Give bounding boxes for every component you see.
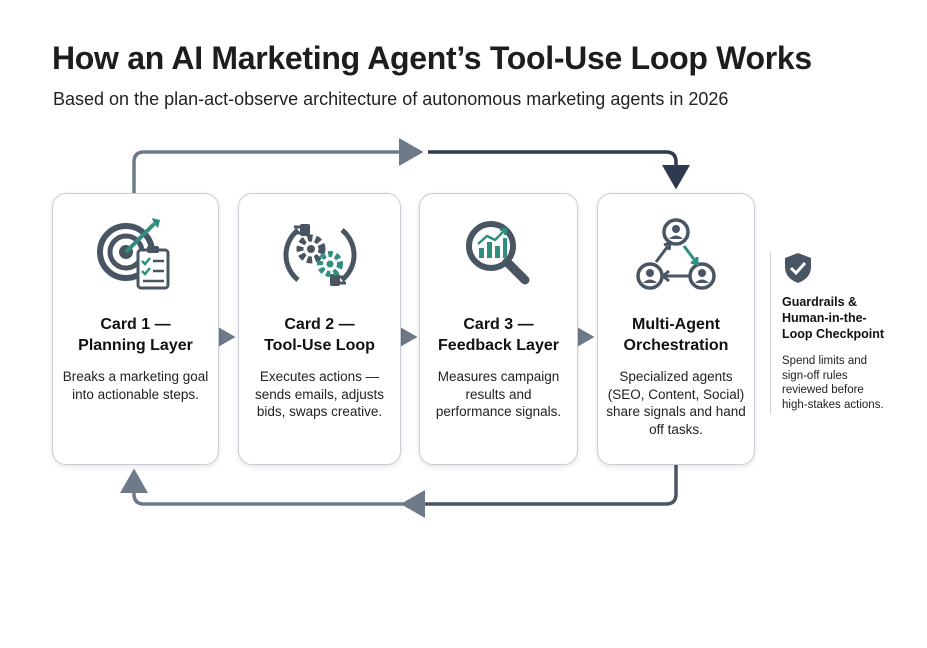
- card-title: Card 1 — Planning Layer: [78, 316, 193, 354]
- shield-check-icon: [785, 253, 811, 283]
- guardrails-divider: [770, 252, 771, 414]
- card-feedback-layer: Card 3 — Feedback Layer Measures campaig…: [419, 193, 578, 465]
- page-subtitle: Based on the plan-act-observe architectu…: [53, 89, 729, 109]
- bottom-loop-arrow-right: [400, 465, 678, 518]
- card-title: Card 3 — Feedback Layer: [438, 316, 559, 354]
- card-description: Breaks a marketing goal into actionable …: [62, 369, 209, 402]
- card-description: Measures campaign results and performanc…: [435, 369, 562, 419]
- card-description: Specialized agents (SEO, Content, Social…: [606, 369, 746, 437]
- guardrails-description: Spend limits and sign-off rules reviewed…: [782, 355, 884, 411]
- card-title: Card 2 — Tool-Use Loop: [264, 316, 375, 354]
- card-tool-use-loop: Card 2 — Tool-Use Loop Executes actions …: [238, 193, 401, 465]
- guardrails-title: Guardrails & Human-in-the- Loop Checkpoi…: [782, 295, 885, 341]
- card-title: Multi-Agent Orchestration: [623, 316, 729, 354]
- page-title: How an AI Marketing Agent’s Tool-Use Loo…: [52, 40, 812, 76]
- card-multi-agent-orchestration: Multi-Agent Orchestration Specialized ag…: [597, 193, 755, 465]
- agents-network-icon: [636, 218, 716, 290]
- target-checklist-icon: [96, 218, 169, 290]
- card-description: Executes actions — sends emails, adjusts…: [254, 369, 385, 419]
- top-loop-arrow-left: [132, 138, 424, 193]
- bottom-loop-arrow-left: [120, 468, 404, 506]
- card-planning-layer: Card 1 — Planning Layer Breaks a marketi…: [52, 193, 219, 465]
- magnifier-chart-icon: [465, 221, 529, 285]
- gears-plug-icon: [283, 224, 356, 286]
- top-loop-arrow-right: [428, 150, 690, 190]
